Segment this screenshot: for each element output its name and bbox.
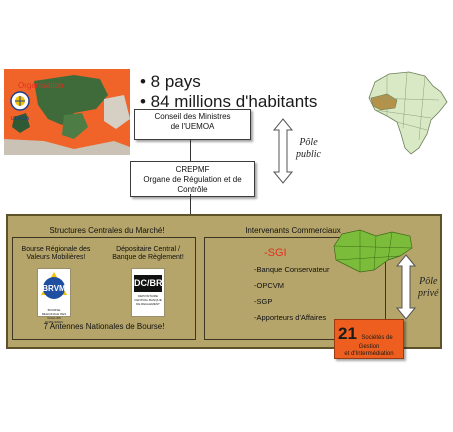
crepmf-line2: Organe de Régulation et de Contrôle [143,175,242,194]
pole-public-line1: Pôle [299,137,318,148]
intervenant-item: -Banque Conservateur [254,265,330,274]
dcbr-logo: DC/BR DEPOSITAIRE CENTRAL BANQUE DE REGL… [131,268,165,317]
dcbr-caption-line1: Dépositaire Central / [116,246,180,253]
pole-public-label: Pôle public [296,137,321,161]
uemoa-logo-text: UEMOA [10,116,30,122]
societes-line2: Gestion [358,344,380,350]
societes-line1: Sociétés de [361,335,393,341]
conseil-line2: de l'UEMOA [170,122,215,131]
intervenants-title: Intervenants Commerciaux [245,226,341,235]
conseil-line1: Conseil des Ministres [154,112,231,121]
bullet-habitants: • 84 millions d'habitants [140,92,318,111]
connector-line [190,139,191,161]
dcbr-logo-text: DC/BR [134,275,163,292]
dcbr-caption-line2: Banque de Règlement! [112,254,184,261]
west-africa-map [4,69,130,155]
pole-prive-label: Pôle privé [418,276,439,300]
intervenants-box [204,237,386,340]
brvm-logo-text: BRVM [42,284,66,293]
brvm-caption: Bourse Régionale des Valeurs Mobilières! [16,246,96,262]
intervenants-list: -SGI -Banque Conservateur -OPCVM -SGP -A… [254,244,329,326]
dcbr-caption: Dépositaire Central / Banque de Règlemen… [104,246,192,262]
crepmf-box: CREPMF Organe de Régulation et de Contrô… [130,161,255,197]
organisation-label: Organisation [18,81,64,90]
brvm-logo-sub: BOURSE REGIONALE DES VALEURS MOBILIERES [41,308,67,324]
intervenant-item: -Apporteurs d'Affaires [254,313,327,322]
crepmf-line1: CREPMF [175,165,210,174]
conseil-des-ministres-box: Conseil des Ministres de l'UEMOA [134,109,251,140]
antennes-label: 7 Antennes Nationales de Bourse! [43,322,165,331]
pole-public-line2: public [296,149,321,160]
pole-prive-line1: Pôle [419,276,438,287]
pole-prive-line2: privé [418,288,439,299]
africa-map [367,68,449,156]
connector-line-lower [190,194,191,214]
sgi-item: -SGI [264,247,287,259]
intervenant-item: -SGP [254,297,273,306]
dcbr-logo-sub: DEPOSITAIRE CENTRAL BANQUE DE REGLEMENT [134,294,162,306]
intervenant-item: -OPCVM [254,281,284,290]
brvm-caption-line2: Valeurs Mobilières! [26,254,86,261]
stats-bullets: • 8 pays • 84 millions d'habitants [140,72,317,112]
uemoa-logo: UEMOA [9,91,31,122]
societes-box: 21 Sociétés de Gestion et d'Intermédiati… [334,319,404,359]
societes-number: 21 [338,324,357,343]
brvm-caption-line1: Bourse Régionale des [21,246,91,253]
pole-public-arrow [272,118,294,184]
bullet-pays: • 8 pays [140,72,201,91]
pole-prive-arrow [395,254,417,320]
structures-box [12,237,196,340]
societes-line3: et d'Intermédiation [344,351,394,357]
structures-title: Structures Centrales du Marché! [49,226,165,235]
brvm-logo: BRVM BOURSE REGIONALE DES VALEURS MOBILI… [37,268,71,324]
uemoa-countries-map [330,226,415,278]
